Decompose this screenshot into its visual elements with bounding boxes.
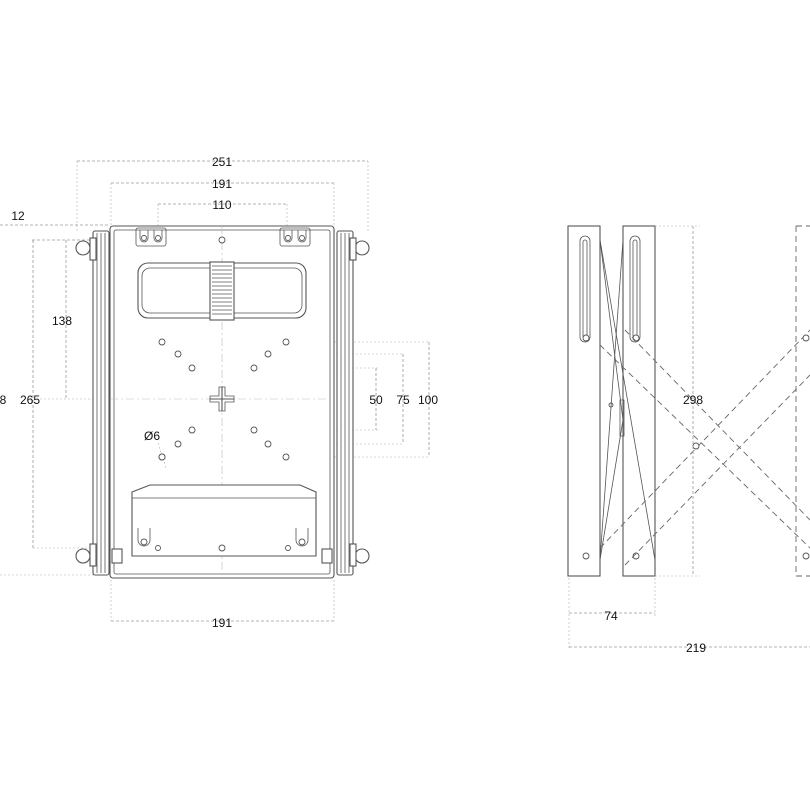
wall-plate [109,225,335,579]
dim-height-partial: 8 [0,393,7,407]
dim-pattern-75: 75 [396,393,410,407]
right-rail [336,230,370,576]
center-cross [210,387,234,411]
dim-overall-width: 251 [212,155,232,169]
side-view-labels: 298 74 219 [604,393,706,655]
dim-height-265: 265 [20,393,40,407]
dim-frame-width-top: 191 [212,177,232,191]
dim-pattern-100: 100 [418,393,438,407]
front-view: 251 191 110 12 138 265 8 50 75 100 Ø6 19… [0,155,438,630]
dimension-lines-top [0,160,369,241]
top-center-hole [218,236,226,244]
left-rail [75,230,110,576]
side-dimension-lines [568,225,810,650]
dim-extended-depth: 219 [686,641,706,655]
side-wall-plate [567,225,614,577]
dim-pattern-50: 50 [369,393,383,407]
extended-arms [599,225,810,577]
side-display-plate [622,225,656,577]
top-left-hook [135,227,167,247]
dim-hole-diameter: Ø6 [144,429,160,443]
side-view: 298 74 219 [567,225,810,655]
dim-folded-depth: 74 [604,609,618,623]
bottom-left-fastener [111,548,123,564]
bottom-right-fastener [321,548,333,564]
lower-bracket [131,484,317,557]
dim-side-height: 298 [683,393,703,407]
dim-vertical-138: 138 [52,314,72,328]
folded-arms [599,239,656,561]
spring-slot [137,261,307,321]
dimension-lines-left [0,240,110,576]
dim-frame-width-bottom: 191 [212,616,232,630]
dim-hook-spacing: 110 [212,198,231,212]
dim-top-offset: 12 [11,209,25,223]
front-view-labels: 251 191 110 12 138 265 8 50 75 100 Ø6 19… [0,155,438,630]
top-right-hook [279,227,311,247]
